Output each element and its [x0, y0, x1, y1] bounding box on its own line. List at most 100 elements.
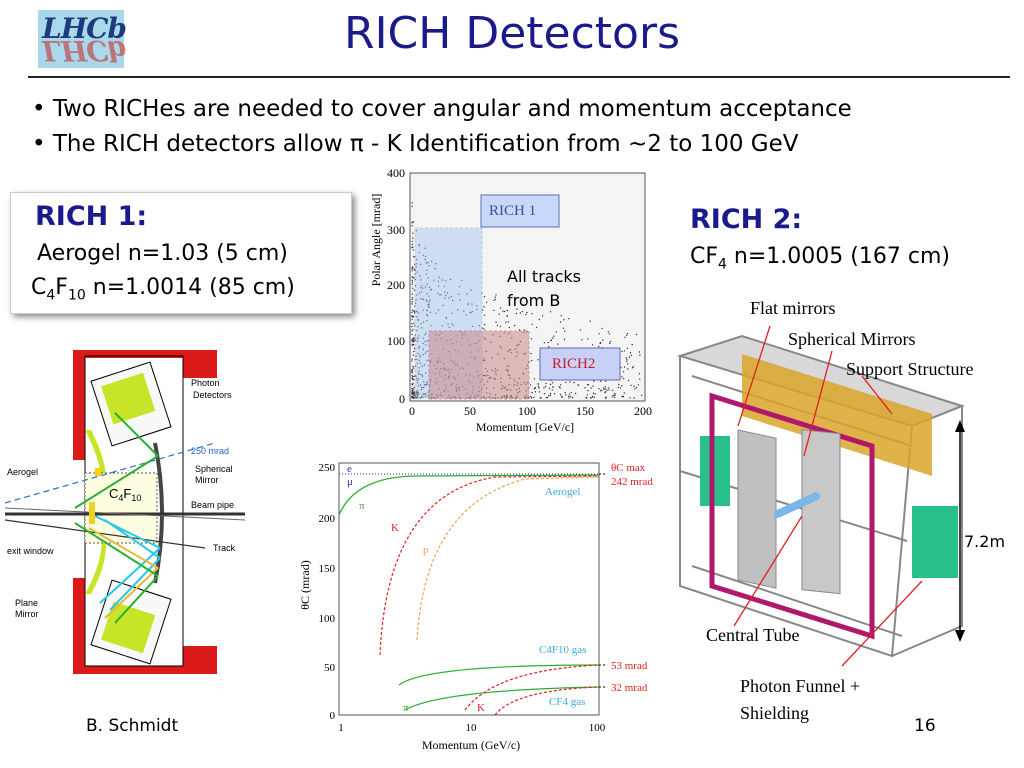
- scatter-point: [418, 245, 420, 247]
- scatter-point: [413, 392, 416, 394]
- scatter-point: [605, 396, 607, 398]
- scatter-point: [530, 397, 533, 399]
- scatter-point: [463, 310, 465, 312]
- scatter-point: [445, 317, 448, 319]
- scatter-point: [412, 387, 414, 390]
- scatter-point: [426, 381, 428, 384]
- scatter-point: [417, 394, 419, 396]
- scatter-point: [412, 354, 414, 356]
- svg-text:200: 200: [319, 513, 336, 525]
- scatter-point: [427, 340, 429, 342]
- scatter-point: [411, 266, 414, 268]
- scatter-point: [557, 343, 559, 345]
- scatter-point: [411, 315, 413, 317]
- scatter-point: [609, 341, 612, 343]
- scatter-point: [538, 391, 541, 393]
- scatter-point: [629, 397, 631, 399]
- scatter-point: [428, 301, 430, 303]
- scatter-point: [586, 397, 588, 399]
- scatter-point: [425, 300, 428, 302]
- scatter-point: [626, 334, 628, 337]
- scatter-point: [559, 321, 562, 323]
- scatter-point: [416, 358, 418, 361]
- scatter-point: [460, 279, 463, 281]
- scatter-point: [414, 285, 417, 287]
- scatter-point: [418, 251, 421, 253]
- scatter-point: [424, 333, 426, 336]
- scatter-point: [414, 394, 416, 396]
- scatter-point: [413, 337, 415, 340]
- svg-text:300: 300: [387, 223, 405, 237]
- k-label-2: K: [477, 702, 485, 714]
- scatter-point: [444, 291, 446, 293]
- scatter-point: [418, 393, 420, 395]
- scatter-point: [414, 358, 416, 361]
- scatter-point: [630, 384, 632, 386]
- scatter-point: [421, 376, 424, 378]
- scatter-point: [414, 312, 416, 314]
- scatter-point: [637, 384, 640, 386]
- track-label: Track: [213, 543, 236, 553]
- scatter-point: [569, 381, 571, 383]
- scatter-point: [435, 312, 437, 314]
- scatter-point: [416, 392, 418, 394]
- scatter-point: [612, 394, 614, 397]
- scatter-point: [418, 243, 421, 246]
- scatter-point: [452, 324, 454, 326]
- scatter-point: [412, 379, 415, 381]
- scatter-point: [465, 314, 467, 316]
- scatter-point: [424, 258, 426, 261]
- theta-xlabel: Momentum (GeV/c): [422, 738, 520, 752]
- scatter-point: [413, 393, 415, 395]
- svg-text:200: 200: [634, 404, 652, 418]
- scatter-point: [619, 387, 622, 389]
- scatter-point: [416, 294, 418, 296]
- scatter-point: [545, 397, 547, 399]
- scatter-point: [411, 391, 414, 393]
- theta-yticks: 250 200 150 100 50 0: [319, 462, 336, 722]
- scatter-point: [423, 384, 426, 386]
- scatter-point: [411, 383, 413, 385]
- scatter-point: [425, 273, 428, 275]
- scatter-point: [411, 309, 414, 311]
- scatter-point: [548, 387, 551, 389]
- scatter-point: [549, 311, 552, 313]
- scatter-point: [568, 397, 570, 399]
- scatter-point: [411, 267, 413, 269]
- scatter-point: [435, 263, 437, 265]
- scatter-point: [411, 325, 413, 328]
- scatter-point: [414, 278, 417, 281]
- rich1-line2: C4F10 n=1.0014 (85 cm): [31, 275, 295, 304]
- scatter-point: [411, 318, 413, 321]
- scatter-point: [422, 337, 424, 339]
- scatter-point: [412, 249, 414, 251]
- scatter-point: [421, 374, 424, 376]
- annotation-line1: All tracks: [507, 267, 581, 286]
- scatter-point: [639, 378, 641, 380]
- spherical-mirrors-label: Spherical Mirrors: [788, 329, 915, 349]
- scatter-point: [422, 321, 425, 323]
- e-label: e: [347, 463, 352, 475]
- scatter-point: [483, 296, 486, 298]
- scatter-point: [534, 387, 537, 389]
- scatter-point: [413, 256, 415, 258]
- scatter-point: [526, 311, 528, 314]
- scatter-point: [471, 303, 473, 305]
- scatter-point: [605, 380, 607, 382]
- scatter-point: [426, 269, 428, 271]
- mrad-32-label: 32 mrad: [611, 682, 648, 694]
- scatter-point: [568, 395, 570, 397]
- scatter-point: [419, 384, 422, 386]
- scatter-point: [592, 385, 594, 387]
- cherenkov-rays: [94, 515, 161, 611]
- scatter-point: [446, 292, 449, 294]
- magnet-shield-bottom: [73, 578, 217, 674]
- svg-text:150: 150: [319, 563, 336, 575]
- scatter-point: [426, 293, 428, 295]
- angle-momentum-scatter: Polar Angle [mrad] RICH 1 RICH2 All trac…: [369, 166, 652, 434]
- scatter-point: [549, 383, 552, 386]
- scatter-point: [417, 397, 419, 399]
- upper-photon-detector: [101, 372, 156, 425]
- scatter-point: [415, 339, 417, 341]
